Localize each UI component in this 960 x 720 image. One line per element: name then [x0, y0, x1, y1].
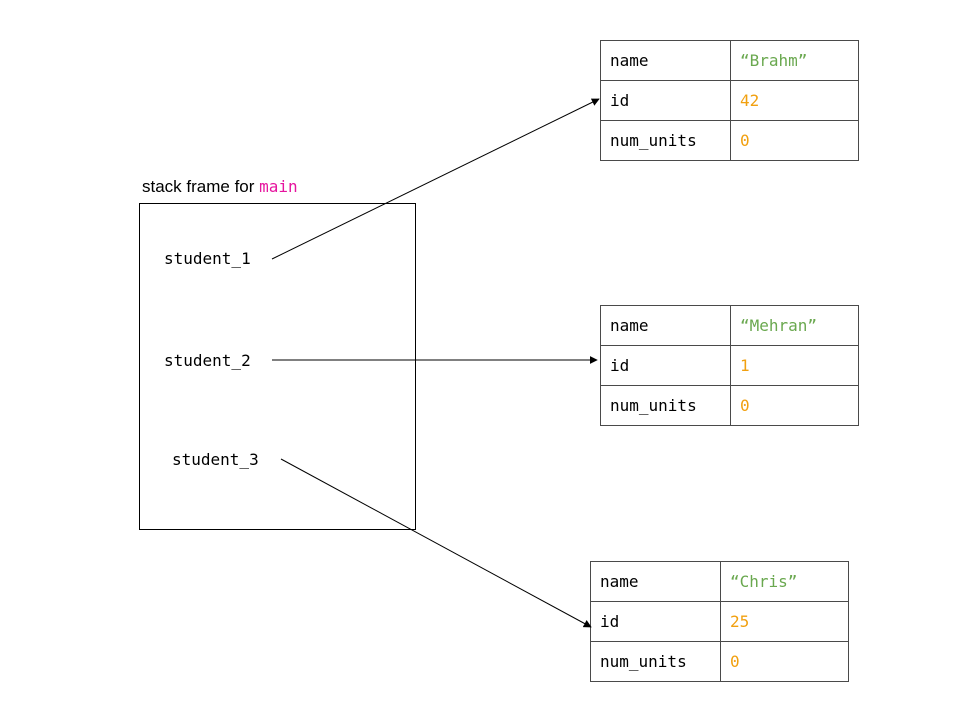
field-id-value: 25: [720, 601, 849, 642]
stack-frame-box: [139, 203, 416, 530]
field-num-units-value: 0: [730, 385, 859, 426]
field-name-label: name: [600, 40, 731, 81]
struct-row-name: name“Mehran”: [600, 305, 859, 346]
field-id-label: id: [600, 80, 731, 121]
pointer-arrow-student-3: [280, 458, 592, 628]
pointer-arrow-student-1: [271, 98, 600, 260]
field-num-units-value: 0: [720, 641, 849, 682]
field-id-label: id: [600, 345, 731, 386]
field-name-label: name: [590, 561, 721, 602]
struct-row-name: name“Chris”: [590, 561, 849, 602]
field-num-units-value: 0: [730, 120, 859, 161]
variable-student-3: student_3: [172, 450, 259, 469]
variable-student-1: student_1: [164, 249, 251, 268]
field-num-units-label: num_units: [590, 641, 721, 682]
field-num-units-label: num_units: [600, 385, 731, 426]
field-num-units-label: num_units: [600, 120, 731, 161]
field-id-value: 42: [730, 80, 859, 121]
variable-student-2: student_2: [164, 351, 251, 370]
function-name: main: [259, 177, 298, 196]
stack-frame-label: stack frame for: [142, 177, 260, 196]
stack-frame-title: stack frame for main: [142, 177, 298, 197]
struct-row-name: name“Brahm”: [600, 40, 859, 81]
field-name-value: “Mehran”: [730, 305, 859, 346]
field-name-value: “Chris”: [720, 561, 849, 602]
